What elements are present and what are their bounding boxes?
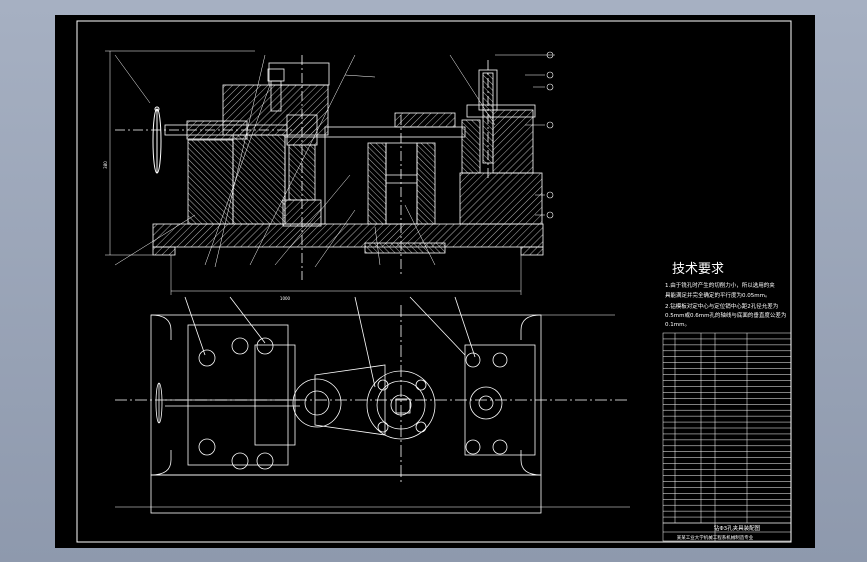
requirement-line: 0.5mm或0.6mm孔的轴线与底面的垂直度公差为 — [665, 311, 786, 319]
school-line: 某某工业大学机械工程系机械制造专业 — [677, 534, 754, 541]
dimension-total-length: 1000 — [280, 296, 291, 301]
front-view-dimensions — [105, 50, 555, 295]
handwheel-icon — [152, 106, 162, 174]
part-number-markers — [546, 51, 554, 219]
drawing-sheet: 技术要求 1.由于铣孔时产生的切削力小，所以选用的夹 具能满足并完全确定的平行度… — [55, 15, 815, 548]
dimension-height: 380 — [103, 161, 108, 169]
top-view — [115, 296, 630, 514]
drawing-name: 钻Φ3孔夹具装配图 — [714, 524, 761, 532]
requirement-line: 0.1mm。 — [665, 322, 690, 328]
tech-requirements-heading: 技术要求 — [672, 262, 724, 277]
parts-list-table — [662, 332, 792, 542]
drawing-border — [76, 20, 792, 543]
bolt-icon — [267, 68, 285, 112]
requirement-line: 具能满足并完全确定的平行度为0.05mm。 — [665, 291, 770, 299]
requirement-line: 2.钻模板对定中心与定位销中心距2孔径允差为 — [665, 302, 778, 310]
front-section-view — [115, 55, 544, 280]
requirement-line: 1.由于铣孔时产生的切削力小，所以选用的夹 — [665, 281, 775, 289]
assembly-drawing: 技术要求 1.由于铣孔时产生的切削力小，所以选用的夹 具能满足并完全确定的平行度… — [76, 20, 792, 543]
technical-requirements: 技术要求 1.由于铣孔时产生的切削力小，所以选用的夹 具能满足并完全确定的平行度… — [665, 262, 786, 328]
